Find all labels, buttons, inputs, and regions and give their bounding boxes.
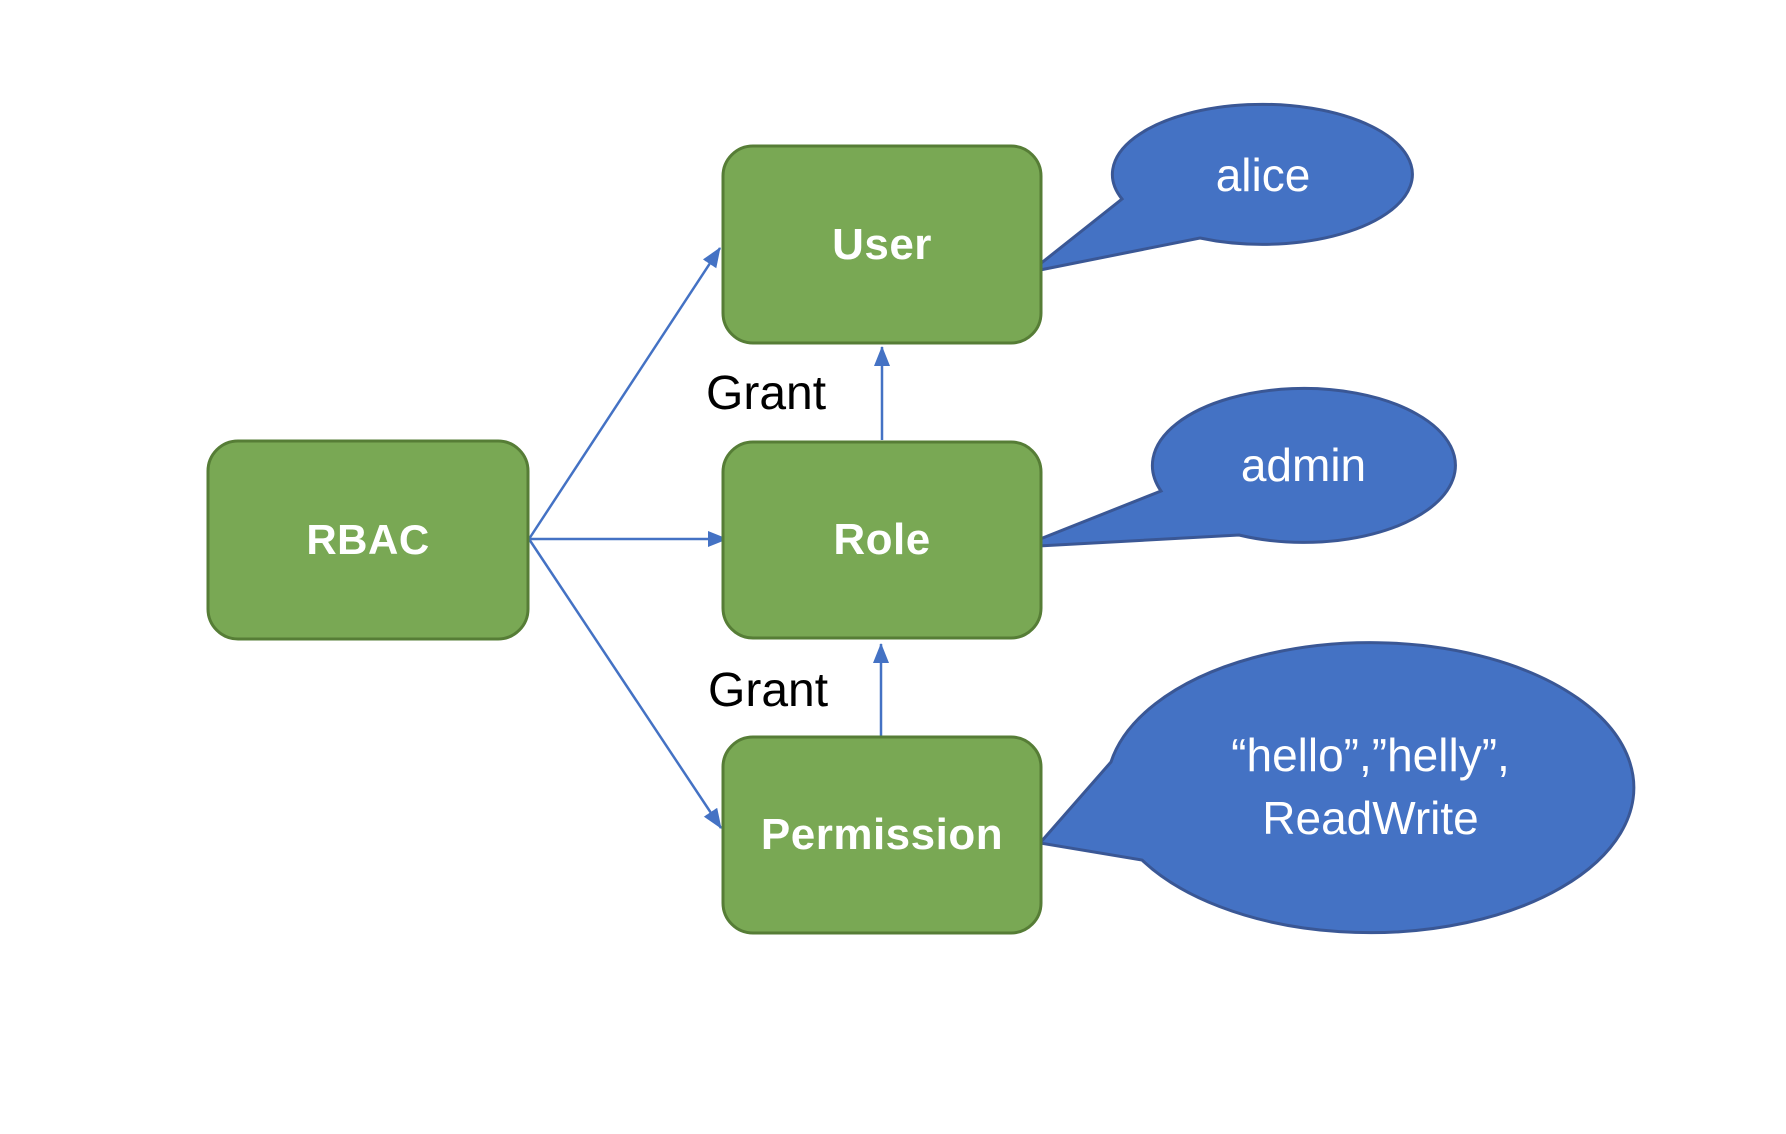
arrow-rbac-to-permission bbox=[527, 538, 723, 829]
node-box-permission bbox=[721, 735, 1043, 935]
callout-bubble-permission-values bbox=[1037, 641, 1636, 935]
callout-bubble-alice bbox=[1029, 102, 1414, 274]
node-box-role bbox=[721, 440, 1043, 640]
callout-bubble-admin bbox=[1019, 386, 1457, 549]
node-box-rbac bbox=[206, 439, 530, 641]
node-box-user bbox=[721, 144, 1043, 345]
arrow-rbac-to-user bbox=[527, 247, 722, 540]
